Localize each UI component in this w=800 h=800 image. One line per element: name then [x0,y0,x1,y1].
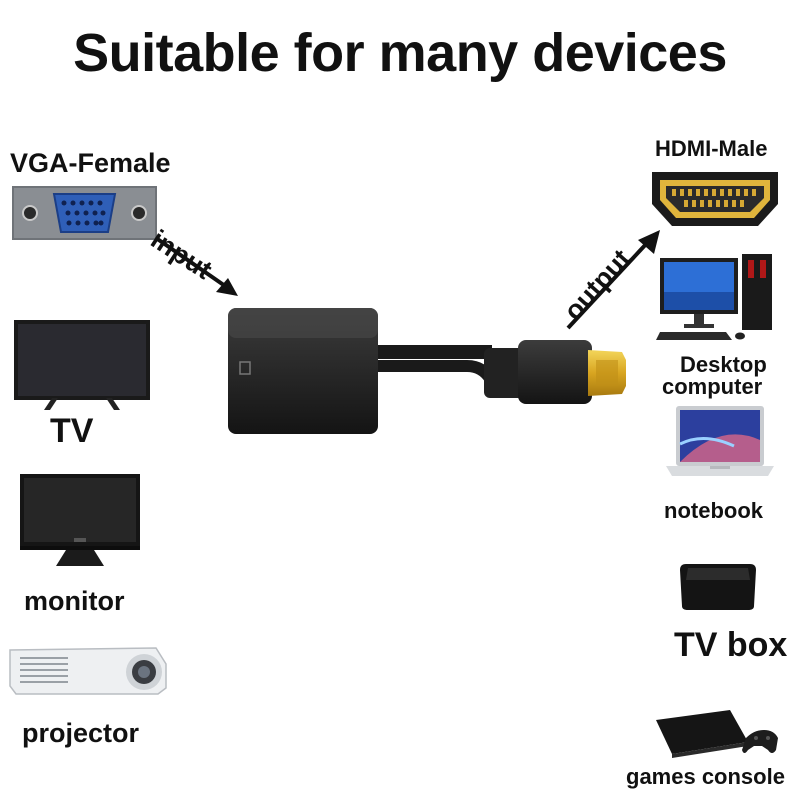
device-label-tv: TV [50,412,94,450]
vga-female-label: VGA-Female [10,148,171,178]
notebook-device [664,404,776,482]
projector-icon [9,647,167,695]
hdmi-port-icon [650,170,780,228]
games-console-device [650,706,780,762]
tv-icon [14,320,150,410]
device-label-desktop-line2: computer [662,374,763,399]
device-label-tv-box: TV box [674,626,788,664]
input-arrow-icon [150,232,250,302]
tv-box-icon [680,564,756,610]
vga-to-hdmi-adapter-icon [222,300,642,440]
tv-box-device [678,560,758,612]
projector-device [6,638,170,700]
output-arrow-icon [562,224,667,334]
vga-port-icon [12,186,157,240]
device-label-games-console: games console [626,764,785,789]
game-console-icon [656,710,778,758]
desktop-computer-icon [656,254,772,340]
device-label-projector: projector [22,718,140,748]
monitor-icon [20,474,140,566]
page-title: Suitable for many devices [73,23,727,83]
laptop-icon [666,406,774,476]
desktop-computer-device [656,250,776,345]
monitor-device [18,472,142,570]
device-label-desktop-line1: Desktop [680,352,767,377]
device-label-notebook: notebook [664,498,763,523]
device-label-monitor: monitor [24,586,125,616]
tv-device [12,318,152,410]
hdmi-male-label: HDMI-Male [655,136,768,161]
